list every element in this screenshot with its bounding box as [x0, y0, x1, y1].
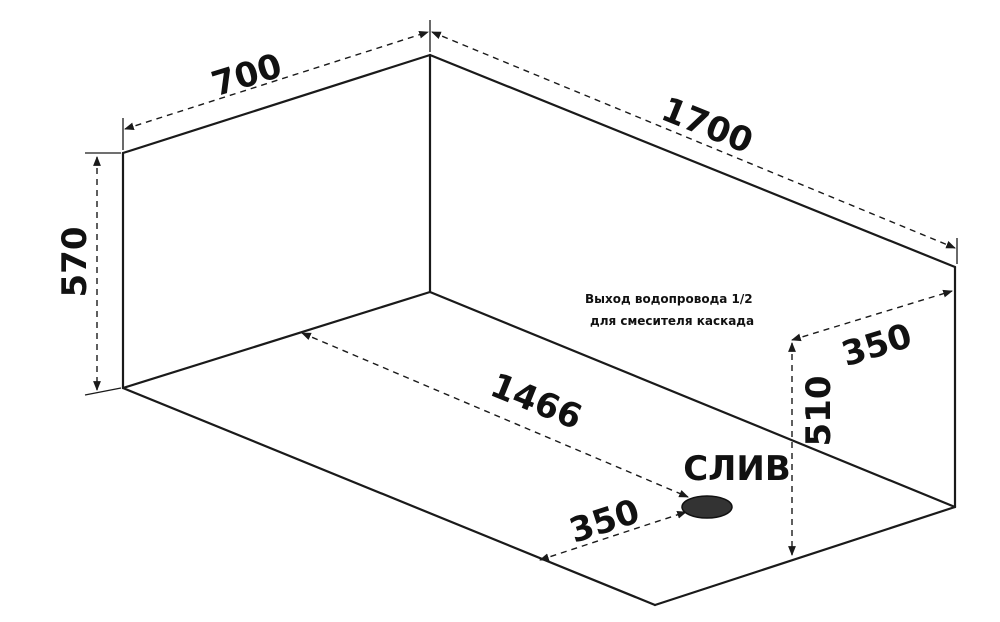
dim-drain-350: 350	[539, 492, 687, 561]
dim-700-label: 700	[207, 46, 287, 105]
dim-drain-350-label: 350	[565, 492, 645, 552]
bottom-right-edge	[653, 505, 957, 607]
dim-1700: 1700	[431, 31, 958, 264]
dim-outlet-510: 510	[788, 342, 839, 556]
bottom-back-left-edge	[121, 290, 432, 390]
tub-outline	[121, 53, 957, 607]
dim-1700-label: 1700	[656, 90, 759, 163]
bottom-back-edge	[428, 290, 957, 509]
dim-outlet-350: 350	[791, 289, 953, 375]
drain-label: СЛИВ	[683, 449, 791, 489]
dim-570: 570	[55, 152, 122, 396]
drain-hole-icon	[681, 495, 733, 519]
dim-outlet-350-label: 350	[837, 316, 917, 375]
dim-outlet-510-label: 510	[799, 376, 839, 447]
outlet-note-line1: Выход водопровода 1/2	[585, 292, 753, 306]
dim-570-label: 570	[55, 227, 95, 298]
outlet-note-line2: для смесителя каскада	[590, 314, 754, 328]
dim-700: 700	[122, 20, 431, 150]
top-back-edge	[428, 53, 957, 269]
dim-1466-label: 1466	[485, 366, 588, 439]
dim-1466: 1466	[301, 332, 689, 498]
